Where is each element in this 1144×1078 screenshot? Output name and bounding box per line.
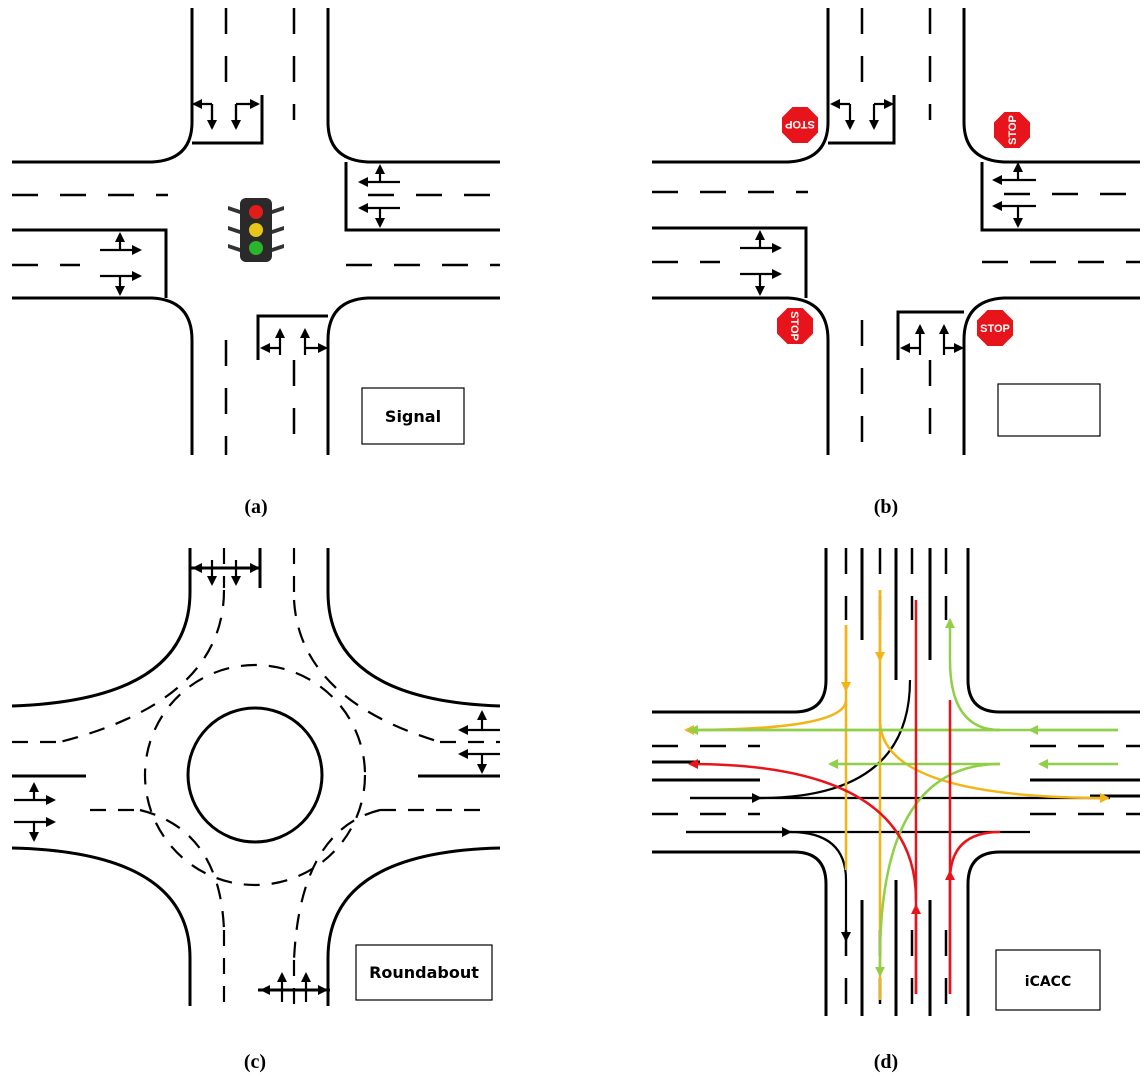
panel-label: Roundabout [369, 963, 479, 982]
lane-arrow-icon [992, 162, 1036, 228]
lane-arrow-icon [900, 324, 964, 355]
traffic-light-icon [228, 198, 284, 262]
lane-arrow-icon [458, 710, 500, 774]
lane-arrow-icon [830, 99, 894, 130]
lane-arrow-icon [358, 164, 400, 228]
panel-label: iCACC [1025, 974, 1071, 990]
stop-sign-icon: STOP [780, 105, 820, 145]
panel-stop: STOP STOP STOP STOP (b) [652, 8, 1140, 518]
stop-sign-icon: STOP [992, 110, 1032, 150]
panel-caption: (b) [874, 496, 898, 518]
lane-arrow-icon [192, 560, 260, 586]
panel-label-box [361, 387, 465, 445]
panel-signal: Signal (a) [12, 8, 500, 518]
panel-label-box [355, 944, 493, 1001]
lane-arrow-icon [100, 232, 142, 296]
svg-text:STOP: STOP [788, 311, 800, 341]
panel-roundabout: Roundabout (c) [11, 548, 501, 1073]
panel-caption: (a) [244, 496, 267, 518]
panel-caption: (c) [244, 1051, 266, 1073]
panel-caption: (d) [874, 1051, 898, 1073]
stop-sign-icon: STOP [775, 306, 815, 346]
lane-arrow-icon [740, 230, 782, 296]
lane-arrow-icon [260, 328, 328, 355]
svg-text:STOP: STOP [980, 323, 1010, 335]
svg-text:STOP: STOP [785, 118, 815, 130]
svg-text:STOP: STOP [1007, 115, 1019, 145]
lane-arrow-icon [194, 104, 258, 130]
panel-label-box [997, 383, 1101, 437]
stop-sign-icon: STOP [975, 308, 1015, 348]
lane-arrow-icon [260, 972, 328, 1002]
lane-arrow-icon [14, 782, 56, 842]
panel-label: Signal [385, 407, 441, 426]
panel-label-box [995, 949, 1101, 1011]
panel-icacc: iCACC (d) [652, 548, 1140, 1073]
